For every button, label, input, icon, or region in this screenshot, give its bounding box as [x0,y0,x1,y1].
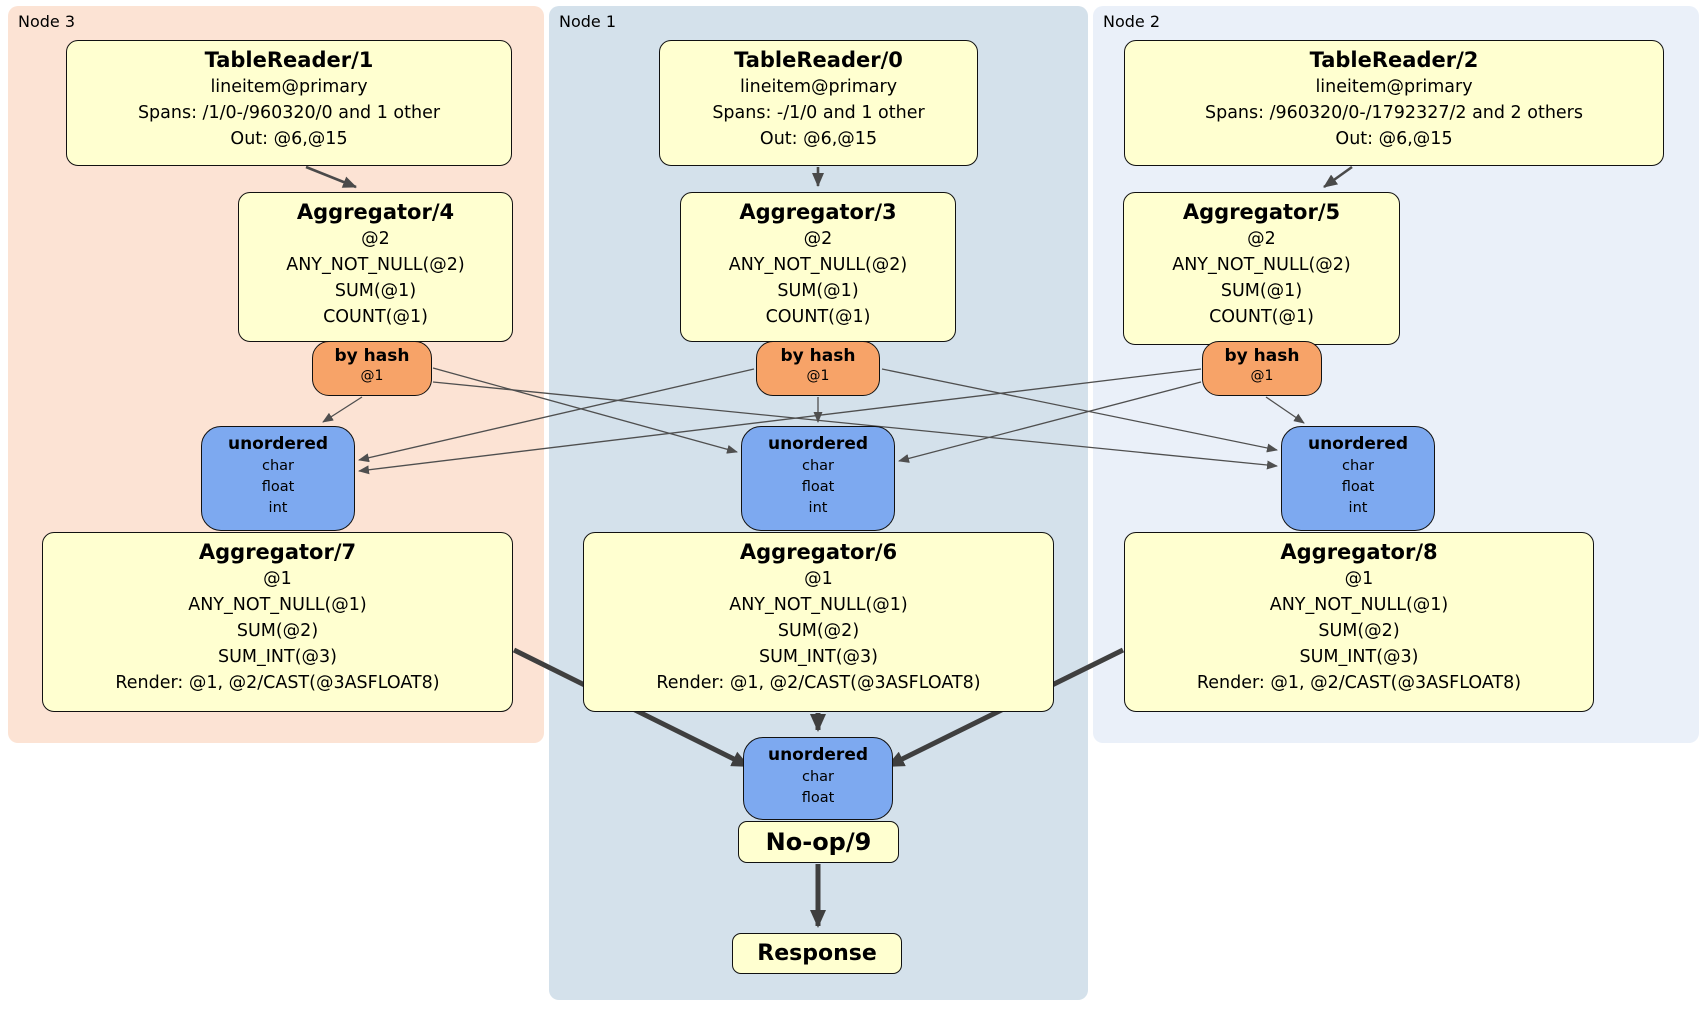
hash-router-node3: by hash @1 [312,341,432,396]
unordered-sync-node1-col2: float [801,479,835,495]
tablereader-2-out: Out: @6,@15 [1335,129,1453,149]
aggregator-5-fn3: COUNT(@1) [1209,307,1314,327]
tablereader-1-title: TableReader/1 [204,48,374,72]
aggregator-8-group: @1 [1344,569,1374,589]
tablereader-1-spans: Spans: /1/0-/960320/0 and 1 other [137,103,441,123]
hash-router-node2-key: @1 [1250,368,1274,384]
aggregator-8-fn2: SUM(@2) [1318,621,1400,641]
tablereader-2-title: TableReader/2 [1309,48,1479,72]
unordered-sync-node2-col3: int [1348,500,1368,516]
aggregator-8-title: Aggregator/8 [1280,540,1438,564]
unordered-sync-final: unordered char float [743,737,893,820]
aggregator-3-group: @2 [803,229,833,249]
aggregator-3-fn1: ANY_NOT_NULL(@2) [728,255,908,275]
hash-router-node2: by hash @1 [1202,341,1322,396]
aggregator-6-fn1: ANY_NOT_NULL(@1) [729,595,908,615]
tablereader-1-out: Out: @6,@15 [230,129,348,149]
noop-title: No-op/9 [765,828,872,856]
node3-label: Node 3 [18,12,76,31]
aggregator-4-fn3: COUNT(@1) [323,307,428,327]
aggregator-8-box: Aggregator/8 @1 ANY_NOT_NULL(@1) SUM(@2)… [1124,532,1594,712]
unordered-sync-node1-title: unordered [767,434,869,454]
node1-label: Node 1 [559,12,617,31]
aggregator-5-fn1: ANY_NOT_NULL(@2) [1172,255,1351,275]
unordered-sync-node1: unordered char float int [741,426,895,531]
tablereader-0-index: lineitem@primary [739,77,898,97]
aggregator-5-fn2: SUM(@1) [1220,281,1303,301]
unordered-sync-node3-col3: int [268,500,288,516]
hash-router-node1-key: @1 [806,368,830,384]
aggregator-7-box: Aggregator/7 @1 ANY_NOT_NULL(@1) SUM(@2)… [42,532,513,712]
unordered-sync-node2-col2: float [1341,479,1375,495]
response-box: Response [732,933,902,974]
tablereader-0-spans: Spans: -/1/0 and 1 other [712,103,925,123]
hash-router-node1: by hash @1 [756,341,880,396]
hash-router-node1-title: by hash [780,346,856,366]
node2-label: Node 2 [1103,12,1161,31]
hash-router-node3-key: @1 [360,368,384,384]
aggregator-8-render: Render: @1, @2/CAST(@3ASFLOAT8) [1196,673,1522,693]
unordered-sync-final-col2: float [801,790,835,806]
hash-router-node2-title: by hash [1224,346,1300,366]
aggregator-6-fn3: SUM_INT(@3) [759,647,878,667]
aggregator-4-group: @2 [361,229,390,249]
aggregator-5-box: Aggregator/5 @2 ANY_NOT_NULL(@2) SUM(@1)… [1123,192,1400,345]
aggregator-3-title: Aggregator/3 [739,200,897,224]
aggregator-6-box: Aggregator/6 @1 ANY_NOT_NULL(@1) SUM(@2)… [583,532,1054,712]
tablereader-0-title: TableReader/0 [734,48,903,72]
tablereader-0-box: TableReader/0 lineitem@primary Spans: -/… [659,40,978,166]
aggregator-8-fn1: ANY_NOT_NULL(@1) [1269,595,1449,615]
aggregator-8-fn3: SUM_INT(@3) [1299,647,1419,667]
aggregator-4-fn2: SUM(@1) [334,281,417,301]
aggregator-7-title: Aggregator/7 [198,540,357,564]
unordered-sync-node1-col1: char [801,458,834,474]
aggregator-6-render: Render: @1, @2/CAST(@3ASFLOAT8) [656,673,981,693]
unordered-sync-node2-col1: char [1341,458,1374,474]
aggregator-5-title: Aggregator/5 [1182,200,1341,224]
unordered-sync-node2: unordered char float int [1281,426,1435,531]
aggregator-6-group: @1 [804,569,833,589]
unordered-sync-final-col1: char [801,769,834,785]
unordered-sync-node3: unordered char float int [201,426,355,531]
aggregator-7-render: Render: @1, @2/CAST(@3ASFLOAT8) [115,673,440,693]
unordered-sync-node3-col2: float [261,479,295,495]
aggregator-7-group: @1 [263,569,292,589]
aggregator-4-title: Aggregator/4 [296,200,455,224]
aggregator-6-fn2: SUM(@2) [777,621,860,641]
noop-box: No-op/9 [738,821,899,863]
aggregator-4-box: Aggregator/4 @2 ANY_NOT_NULL(@2) SUM(@1)… [238,192,513,342]
response-title: Response [757,940,877,966]
tablereader-1-index: lineitem@primary [210,77,368,97]
hash-router-node3-title: by hash [334,346,410,366]
aggregator-6-title: Aggregator/6 [739,540,898,564]
aggregator-7-fn1: ANY_NOT_NULL(@1) [188,595,367,615]
tablereader-2-box: TableReader/2 lineitem@primary Spans: /9… [1124,40,1664,166]
aggregator-7-fn2: SUM(@2) [236,621,319,641]
unordered-sync-final-title: unordered [767,745,869,765]
tablereader-2-index: lineitem@primary [1315,77,1473,97]
unordered-sync-node3-col1: char [261,458,294,474]
aggregator-4-fn1: ANY_NOT_NULL(@2) [286,255,465,275]
aggregator-3-fn2: SUM(@1) [777,281,859,301]
tablereader-0-out: Out: @6,@15 [759,129,878,149]
aggregator-3-box: Aggregator/3 @2 ANY_NOT_NULL(@2) SUM(@1)… [680,192,956,342]
unordered-sync-node3-title: unordered [227,434,329,454]
unordered-sync-node2-title: unordered [1307,434,1409,454]
tablereader-2-spans: Spans: /960320/0-/1792327/2 and 2 others [1204,103,1583,123]
unordered-sync-node1-col3: int [808,500,828,516]
aggregator-7-fn3: SUM_INT(@3) [218,647,337,667]
aggregator-5-group: @2 [1247,229,1276,249]
tablereader-1-box: TableReader/1 lineitem@primary Spans: /1… [66,40,512,166]
aggregator-3-fn3: COUNT(@1) [765,307,871,327]
